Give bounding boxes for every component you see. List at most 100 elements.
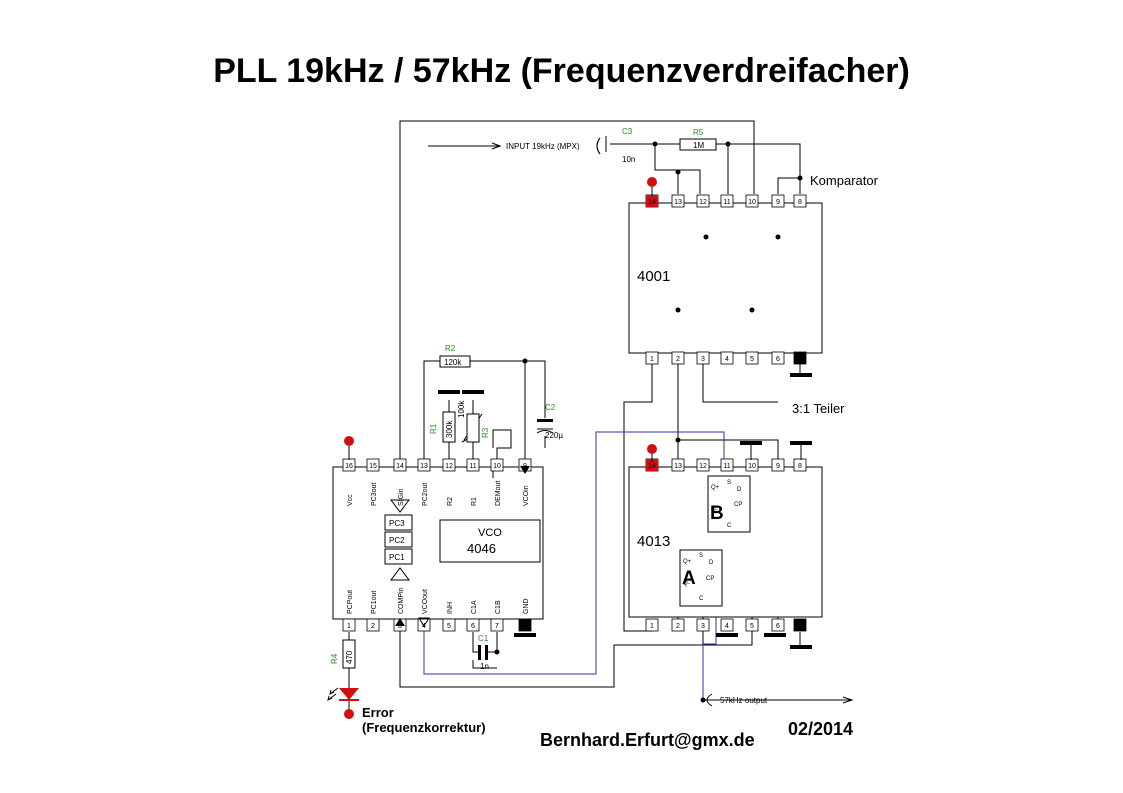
pin-4013-top-number: 10	[748, 463, 756, 470]
pin-4046-bottom	[466, 618, 480, 632]
vco-block	[439, 519, 541, 563]
flipflop-pin-labels: Q+ Q- S D CP C Q+ Q- S D CP C	[683, 480, 742, 602]
pin-4046-bottom	[490, 618, 504, 632]
pc1-box	[384, 548, 413, 565]
pin-4001-bottom	[720, 351, 734, 365]
flipflop-a	[679, 549, 723, 607]
pin-4001-top-number: 14	[648, 199, 656, 206]
svg-text:S: S	[699, 553, 703, 559]
pin-4013-top-number: 13	[674, 463, 682, 470]
vcc-dots	[344, 177, 657, 719]
pin-4013-top	[720, 458, 734, 472]
svg-text:CP: CP	[706, 576, 714, 582]
pin-4001-top-number: 12	[699, 199, 707, 206]
r2-name: R2	[445, 344, 456, 353]
pin-4001-bottom-number: 2	[676, 356, 680, 363]
pc2-box	[384, 531, 413, 548]
pin-4046-top-name: PC3out	[371, 483, 378, 506]
error-sub-label: (Frequenzkorrektur)	[362, 720, 486, 735]
pin-4013-top-number: 8	[798, 463, 802, 470]
pin-4013-bottom-number: 7	[798, 623, 802, 630]
svg-text:Q-: Q-	[711, 507, 718, 513]
pin-4046-bottom-number: 1	[347, 623, 351, 630]
pin-4013-top	[793, 458, 807, 472]
pin-4013-bottom	[720, 618, 734, 632]
pin-4013-bottom-number: 5	[750, 623, 754, 630]
pin-4046-bottom-number: 7	[495, 623, 499, 630]
pin-4001-top	[720, 194, 734, 208]
pin-4046-top	[490, 458, 504, 472]
pin-4046-bottom-name: COMPin	[398, 587, 405, 614]
c2-value: 220µ	[545, 431, 563, 440]
vcoin-arrow-icon	[520, 466, 530, 474]
pin-4046-bottom-number: 2	[371, 623, 375, 630]
svg-text:C: C	[699, 596, 704, 602]
supply-pin-marker	[519, 619, 531, 631]
date-label: 02/2014	[788, 719, 853, 739]
c1-name: C1	[478, 634, 489, 643]
c3-value: 10n	[622, 155, 635, 164]
pin-4046-top-name: Vcc	[347, 494, 354, 506]
c2-name: C2	[545, 403, 556, 412]
svg-text:Q+: Q+	[683, 559, 692, 565]
c1-value: 1n	[480, 662, 489, 671]
vcc-4046-icon	[344, 436, 354, 446]
pin-4013-bottom-number: 6	[776, 623, 780, 630]
r4-name: R4	[330, 653, 339, 664]
supply-pin-marker	[794, 352, 806, 364]
pin-4046-top	[466, 458, 480, 472]
pin-4001-top-number: 11	[723, 199, 730, 206]
pin-4001-top-number: 9	[776, 199, 780, 206]
pin-4001-bottom	[671, 351, 685, 365]
r1-value: 300k	[445, 420, 454, 438]
pin-4001-bottom-number: 1	[650, 356, 654, 363]
page-title: PLL 19kHz / 57kHz (Frequenzverdreifacher…	[213, 52, 910, 90]
pin-4001-bottom-number: 4	[725, 356, 729, 363]
pin-4013-bottom	[645, 618, 659, 632]
pin-4013-top-number: 9	[776, 463, 780, 470]
pin-4046-bottom-name: GND	[523, 598, 530, 614]
pin-4013-bottom	[696, 618, 710, 632]
author-email: Bernhard.Erfurt@gmx.de	[540, 730, 755, 750]
resistor-r3	[466, 413, 480, 443]
supply-pin-marker	[794, 619, 806, 631]
pin-4013-top-number: 12	[699, 463, 707, 470]
vcc-4001-icon	[647, 177, 657, 187]
pin-4046-bottom	[442, 618, 456, 632]
pin-4001-top-number: 13	[674, 199, 682, 206]
pin-4013-bottom	[745, 618, 759, 632]
pin-4046-top-number: 13	[420, 463, 428, 470]
pin-4013-top	[696, 458, 710, 472]
resistor-r2	[439, 355, 471, 368]
pin-4046-bottom-name: PC1out	[371, 591, 378, 614]
pc3-box	[384, 514, 413, 531]
svg-text:S: S	[727, 480, 731, 486]
pin-4046-top-number: 16	[345, 463, 353, 470]
input-label: INPUT 19kHz (MPX)	[506, 142, 580, 151]
pin-4046-top-name: DEMout	[495, 481, 502, 506]
r5-name: R5	[693, 128, 704, 137]
pin-4001-bottom-number: 6	[776, 356, 780, 363]
pin-4046-bottom-name: PCPout	[347, 590, 354, 614]
pin-4013-bottom	[671, 618, 685, 632]
error-label: Error	[362, 705, 394, 720]
resistor-r5	[679, 138, 717, 151]
pin-4046-top-name: SIGin	[398, 488, 405, 506]
pin-4001-bottom	[745, 351, 759, 365]
pin-4013-bottom-number: 2	[676, 623, 680, 630]
pc1-label: PC1	[389, 553, 405, 562]
pin-4046-top-number: 12	[445, 463, 453, 470]
pin-4001-top	[671, 194, 685, 208]
pin-4046-top	[393, 458, 407, 472]
pin-4046-bottom-name: C1B	[495, 600, 502, 614]
pin-4013-top-number: 11	[723, 463, 730, 470]
output-connector-icon	[706, 693, 713, 707]
svg-text:Q+: Q+	[711, 485, 720, 491]
error-terminal-icon	[344, 709, 354, 719]
pin-4001-bottom-number: 7	[798, 356, 802, 363]
pin-4013-top	[771, 458, 785, 472]
pin-4013-top	[745, 458, 759, 472]
r2-value: 120k	[444, 358, 462, 367]
